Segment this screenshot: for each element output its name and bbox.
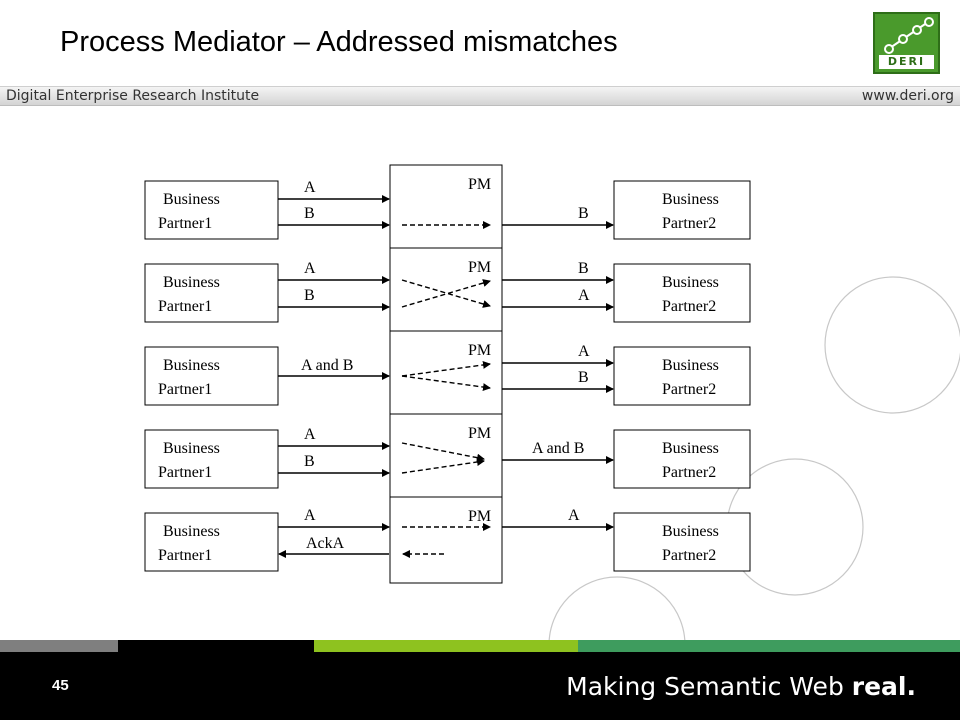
business-partner1-box — [144, 263, 279, 323]
footer-bar-black — [118, 640, 314, 652]
business-partner1-box — [144, 429, 279, 489]
label-b: B — [304, 453, 315, 470]
process-mediator-box — [389, 330, 503, 418]
partner2-line1: Business — [662, 274, 719, 291]
business-partner1-box — [144, 180, 279, 240]
label-b: B — [304, 287, 315, 304]
partner1-line2: Partner1 — [158, 547, 212, 564]
partner1-line2: Partner1 — [158, 381, 212, 398]
business-partner1-box — [144, 346, 279, 406]
dashed-merge-arrow — [401, 458, 485, 474]
diagram-row-3: Business Partner1 PM Business Partner2 A… — [144, 330, 751, 418]
business-partner2-box — [613, 180, 751, 240]
pm-label: PM — [468, 342, 491, 359]
diagram-row-4: Business Partner1 PM Business Partner2 A… — [144, 413, 751, 501]
partner1-line1: Business — [163, 357, 220, 374]
label-b-out: B — [578, 369, 589, 386]
business-partner2-box — [613, 346, 751, 406]
tagline-normal: Making Semantic Web — [566, 672, 852, 701]
pm-label: PM — [468, 508, 491, 525]
logo-text: DERI — [879, 55, 934, 69]
diagram-row-5: Business Partner1 PM Business Partner2 A… — [144, 496, 751, 584]
footer-bar-green — [578, 640, 960, 652]
label-a: A — [304, 179, 316, 196]
process-mediator-box — [389, 164, 503, 252]
label-a-out: A — [578, 343, 590, 360]
process-mediator-box — [389, 496, 503, 584]
business-partner2-box — [613, 263, 751, 323]
label-a-out: A — [578, 287, 590, 304]
page-title: Process Mediator – Addressed mismatches — [60, 26, 618, 58]
label-a-out: A — [568, 507, 580, 524]
label-a: A — [304, 507, 316, 524]
pm-label: PM — [468, 259, 491, 276]
business-partner1-box — [144, 512, 279, 572]
partner1-line1: Business — [163, 523, 220, 540]
partner2-line1: Business — [662, 191, 719, 208]
deri-logo: DERI — [873, 12, 940, 74]
label-a: A — [304, 426, 316, 443]
business-partner2-box — [613, 512, 751, 572]
partner2-line2: Partner2 — [662, 547, 716, 564]
decor-circle — [824, 276, 960, 414]
partner1-line1: Business — [163, 191, 220, 208]
slide-number: 45 — [52, 677, 69, 694]
label-b-out: B — [578, 260, 589, 277]
website-link[interactable]: www.deri.org — [861, 88, 954, 104]
partner2-line1: Business — [662, 357, 719, 374]
dashed-merge-arrow — [401, 442, 485, 462]
partner1-line2: Partner1 — [158, 464, 212, 481]
diagram-row-2: Business Partner1 PM Business Partner2 A… — [144, 247, 751, 335]
partner2-line1: Business — [662, 440, 719, 457]
partner2-line2: Partner2 — [662, 381, 716, 398]
dashed-split-arrow — [401, 375, 491, 392]
partner2-line2: Partner2 — [662, 215, 716, 232]
dashed-cross-arrow — [401, 279, 491, 308]
label-b-out: B — [578, 205, 589, 222]
partner2-line2: Partner2 — [662, 464, 716, 481]
footer-bar-gray — [0, 640, 118, 652]
dashed-split-arrow — [401, 360, 491, 377]
footer-bar-lime — [314, 640, 578, 652]
footer-color-bars — [0, 640, 960, 652]
tagline: Making Semantic Web real. — [566, 672, 916, 701]
partner2-line2: Partner2 — [662, 298, 716, 315]
label-a: A — [304, 260, 316, 277]
business-partner2-box — [613, 429, 751, 489]
logo-dots-icon — [884, 17, 934, 54]
partner2-line1: Business — [662, 523, 719, 540]
institute-name: Digital Enterprise Research Institute — [6, 88, 260, 104]
tagline-bold: real. — [851, 672, 916, 701]
label-b: B — [304, 205, 315, 222]
diagram-row-1: Business Partner1 PM Business Partner2 A… — [144, 164, 751, 252]
process-mediator-box — [389, 247, 503, 335]
label-a-and-b-out: A and B — [532, 440, 584, 457]
label-a-and-b: A and B — [301, 357, 353, 374]
partner1-line2: Partner1 — [158, 298, 212, 315]
partner1-line1: Business — [163, 274, 220, 291]
dashed-cross-arrow — [401, 279, 491, 308]
header-band — [0, 86, 960, 106]
partner1-line1: Business — [163, 440, 220, 457]
footer — [0, 652, 960, 720]
pm-label: PM — [468, 425, 491, 442]
pm-label: PM — [468, 176, 491, 193]
partner1-line2: Partner1 — [158, 215, 212, 232]
label-acka: AckA — [306, 535, 345, 552]
